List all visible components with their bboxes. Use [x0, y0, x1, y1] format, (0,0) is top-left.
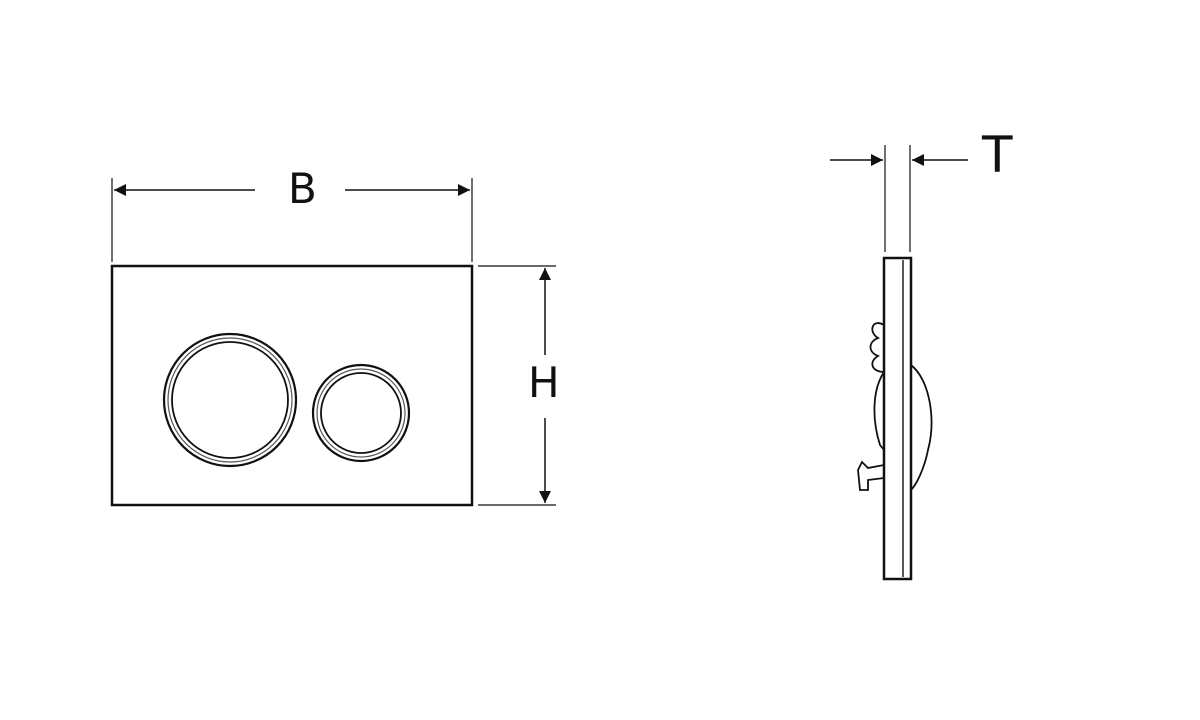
side-mechanism	[857, 322, 933, 491]
front-view	[110, 264, 474, 507]
thickness-label: T	[982, 126, 1013, 184]
height-label: H	[528, 358, 560, 407]
side-plate	[882, 256, 913, 581]
width-label: B	[288, 164, 317, 213]
small-flush-button	[311, 363, 411, 463]
height-dimension	[478, 265, 556, 506]
large-flush-button	[162, 332, 298, 468]
front-plate	[110, 264, 474, 507]
side-view	[857, 256, 933, 581]
thickness-dimension	[830, 145, 968, 252]
width-dimension	[111, 178, 473, 262]
